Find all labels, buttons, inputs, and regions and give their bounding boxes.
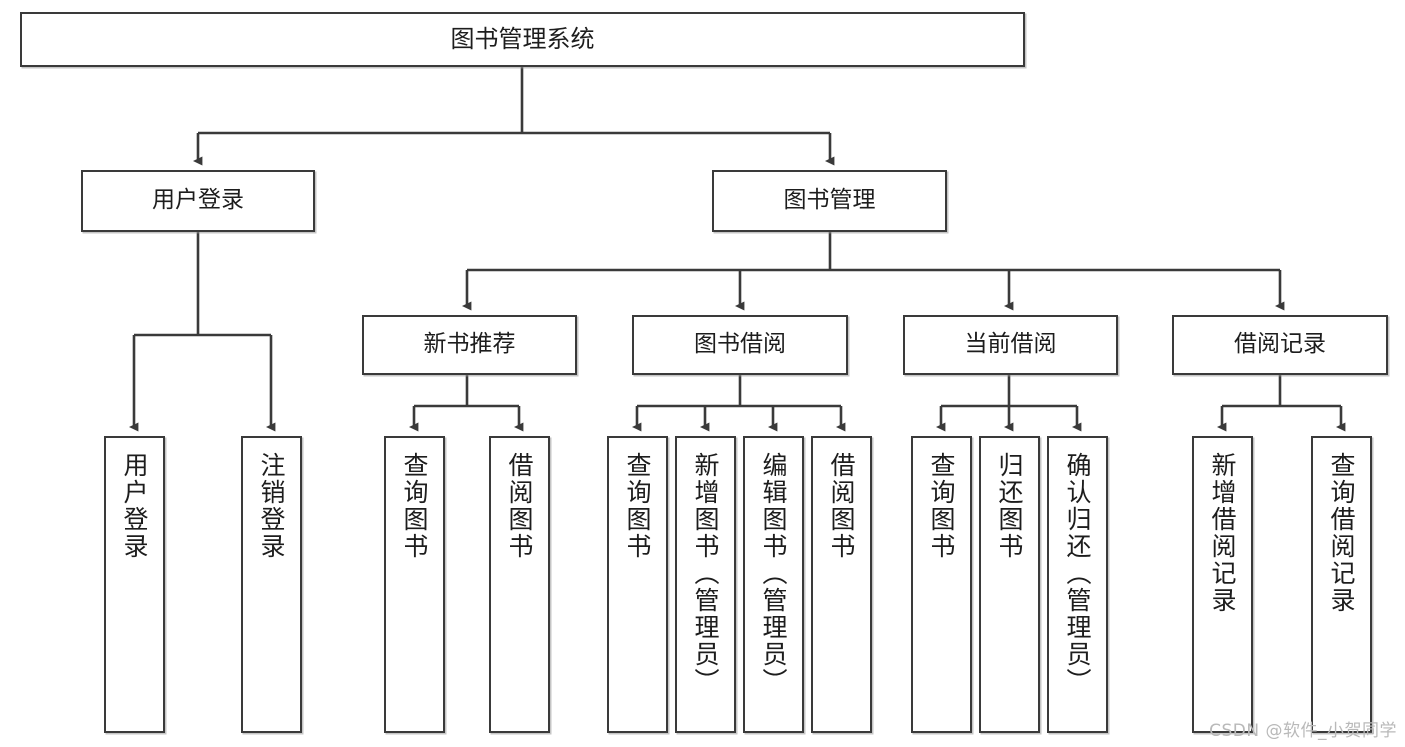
node-label: 用户登录 xyxy=(152,187,244,214)
node-label: 编辑图书（管理员） xyxy=(759,452,788,695)
node-label: 归还图书 xyxy=(995,452,1024,560)
node-new-book-recommend[interactable]: 新书推荐 xyxy=(362,315,577,375)
node-leaf-query-borrow-record[interactable]: 查询借阅记录 xyxy=(1311,436,1372,733)
node-leaf-borrow-book-recommend[interactable]: 借阅图书 xyxy=(489,436,550,733)
node-label: 注销登录 xyxy=(257,452,286,560)
node-label: 确认归还（管理员） xyxy=(1063,452,1092,695)
node-leaf-edit-book[interactable]: 编辑图书（管理员） xyxy=(743,436,804,733)
node-label: 图书管理系统 xyxy=(450,25,595,54)
node-current-borrow[interactable]: 当前借阅 xyxy=(903,315,1118,375)
node-label: 借阅图书 xyxy=(505,452,534,560)
watermark-text: CSDN @软件_小贺同学 xyxy=(1209,721,1397,741)
node-leaf-add-book[interactable]: 新增图书（管理员） xyxy=(675,436,736,733)
node-label: 查询图书 xyxy=(927,452,956,560)
node-leaf-query-book-borrow[interactable]: 查询图书 xyxy=(607,436,668,733)
node-leaf-user-login[interactable]: 用户登录 xyxy=(104,436,165,733)
node-label: 借阅图书 xyxy=(827,452,856,560)
node-leaf-add-borrow-record[interactable]: 新增借阅记录 xyxy=(1192,436,1253,733)
node-user-login[interactable]: 用户登录 xyxy=(81,170,315,232)
node-leaf-logout[interactable]: 注销登录 xyxy=(241,436,302,733)
node-label: 图书借阅 xyxy=(694,331,786,358)
node-label: 新增借阅记录 xyxy=(1208,452,1237,614)
node-leaf-confirm-return[interactable]: 确认归还（管理员） xyxy=(1047,436,1108,733)
node-label: 查询图书 xyxy=(400,452,429,560)
node-book-management[interactable]: 图书管理 xyxy=(712,170,947,232)
node-leaf-return-book[interactable]: 归还图书 xyxy=(979,436,1040,733)
node-label: 用户登录 xyxy=(120,452,149,560)
node-label: 当前借阅 xyxy=(964,331,1057,358)
node-label: 借阅记录 xyxy=(1234,331,1326,358)
node-book-borrow[interactable]: 图书借阅 xyxy=(632,315,848,375)
node-label: 新增图书（管理员） xyxy=(691,452,720,695)
node-label: 图书管理 xyxy=(783,187,876,214)
node-leaf-query-book-current[interactable]: 查询图书 xyxy=(911,436,972,733)
node-label: 新书推荐 xyxy=(423,331,516,358)
node-borrow-record[interactable]: 借阅记录 xyxy=(1172,315,1388,375)
node-leaf-query-book-recommend[interactable]: 查询图书 xyxy=(384,436,445,733)
node-label: 查询借阅记录 xyxy=(1327,452,1356,614)
node-leaf-borrow-book[interactable]: 借阅图书 xyxy=(811,436,872,733)
node-root-system[interactable]: 图书管理系统 xyxy=(20,12,1025,67)
node-label: 查询图书 xyxy=(623,452,652,560)
